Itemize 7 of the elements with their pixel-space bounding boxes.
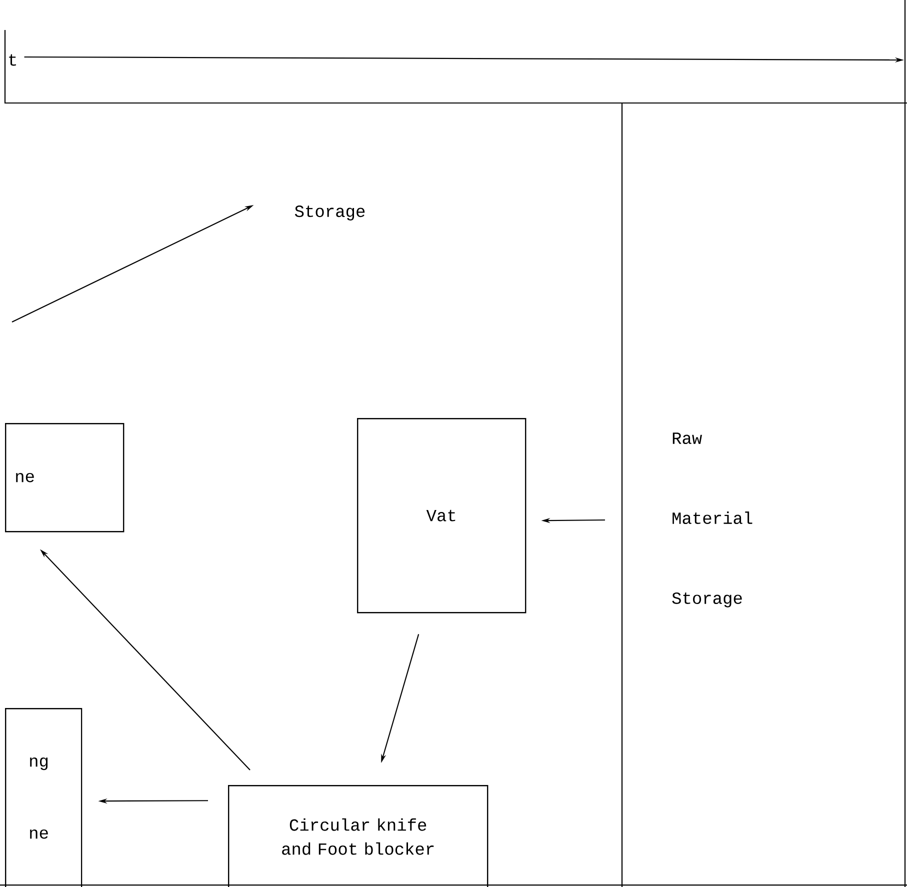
- machine-box: Circular knife and Foot blocker: [228, 785, 488, 887]
- machine-box: ne: [5, 423, 124, 532]
- area-label: t: [9, 54, 16, 66]
- machine-box: Vat: [357, 418, 526, 614]
- machine-box: ng ne: [5, 708, 82, 887]
- area-label: Raw Material Storage: [672, 432, 752, 608]
- area-label: Storage: [294, 206, 365, 220]
